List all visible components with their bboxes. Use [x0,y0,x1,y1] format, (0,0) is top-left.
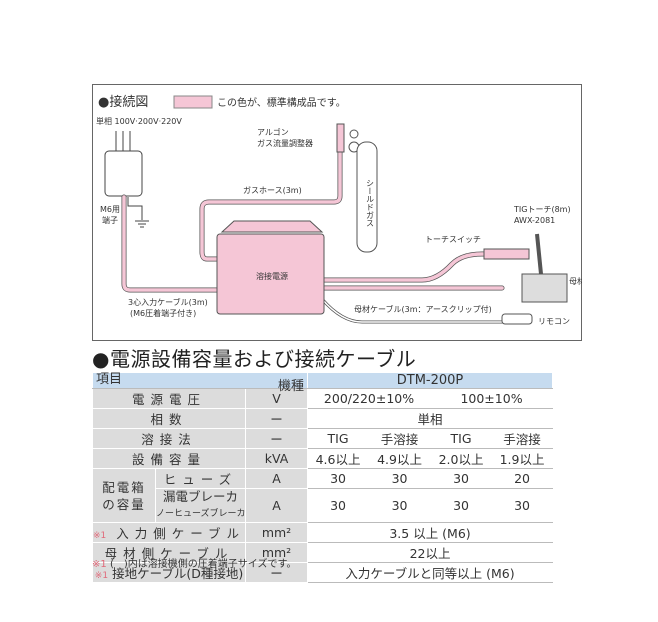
cell: 手溶接 [491,428,554,449]
power-label: 単相 100V·200V·220V [96,116,182,126]
row-unit: ー [244,562,309,583]
corner-item: 項目 [96,372,123,387]
cell: 4.9以上 [368,448,432,469]
cell: TIG [307,428,370,449]
cell: 3.5 以上 (M6) [307,522,554,543]
row-label: ※1 接地ケーブル(D種接地) [92,562,246,583]
cell: 30 [430,468,493,489]
torch-label: TIGトーチ(8m) [513,205,571,214]
cell: 30 [307,488,370,523]
cell: 2.0以上 [430,448,493,469]
model-name: DTM-200P [307,372,554,389]
row-label: ※1 入力側ケーブル [92,522,246,543]
welding-power-unit [216,233,325,315]
gas-hose-label: ガスホース(3m) [243,185,302,195]
row-unit: A [244,468,309,489]
gas-cylinder [356,141,378,253]
box-label: 配電箱の容量 [92,468,156,523]
regulator-label-2: ガス流量調整器 [257,138,313,148]
footnote: ※1 ( )内は溶接機側の圧着端子サイズです。 [92,559,297,570]
row-unit: mm² [244,522,309,543]
corner-model: 機種 [278,379,305,394]
terminal-label: M6用 [100,205,120,214]
row-label: 設備容量 [92,448,246,469]
cell: 4.6以上 [307,448,370,469]
unit-label: 溶接電源 [256,271,288,281]
legend-text: この色が、標準構成品です。 [217,96,346,109]
table-row: 相数ー単相 [92,408,554,429]
cell: 入力ケーブルと同等以上 (M6) [307,562,554,583]
remote-label: リモコン [538,317,570,326]
base-label: 母材 [569,276,582,286]
cell: 1.9以上 [491,448,554,469]
row-unit: ー [244,408,309,429]
cell: 30 [307,468,370,489]
regulator-label: アルゴン [257,127,289,137]
cell: 手溶接 [368,428,432,449]
gas-label: シールドガス [366,179,375,227]
remote-control [501,313,533,325]
cell: 20 [491,468,554,489]
row-label: 漏電ブレーカノーヒューズブレーカ [155,488,246,523]
cell: 30 [368,468,432,489]
connection-diagram: ●接続図 この色が、標準構成品です。 単相 100V·200V·220V M6用… [92,84,582,341]
input-cable-label: 3心入力ケーブル(3m) [128,297,208,307]
row-label: 相数 [92,408,246,429]
cell: 単相 [307,408,554,429]
torch [483,248,530,260]
table-row: ※1 接地ケーブル(D種接地)ー入力ケーブルと同等以上 (M6) [92,562,554,583]
corner-cell: 項目 機種 [91,372,309,394]
cell: 30 [368,488,432,523]
input-cable-label-2: (M6圧着端子付き) [130,308,196,318]
base-cable-label: 母材ケーブル(3m：アースクリップ付) [354,304,492,314]
table-header-row: 項目 機種 DTM-200P [91,372,554,394]
row-label: 溶接法 [92,428,246,449]
cell: 100±10% [430,388,554,409]
row-unit: A [244,488,309,523]
row-label: ヒューズ [155,468,246,489]
cell: 200/220±10% [307,388,432,409]
base-metal [521,273,568,303]
cell: 30 [430,488,493,523]
diagram-title: ●接続図 [98,94,148,110]
row-label: 母材側ケーブル [92,542,246,563]
cell: TIG [430,428,493,449]
section-title: ●電源設備容量および接続ケーブル [92,347,417,371]
torch-label-2: AWX-2081 [514,216,555,225]
flow-regulator [336,123,345,153]
row-unit: ー [244,428,309,449]
torch-switch-label: トーチスイッチ [425,235,481,244]
legend-swatch [173,95,213,109]
terminal-label-2: 端子 [102,215,118,225]
cell: 22以上 [307,542,554,563]
row-unit: V [244,388,309,409]
cell: 30 [491,488,554,523]
row-unit: kVA [244,448,309,469]
row-unit: mm² [244,542,309,563]
row-label: 電源電圧 [92,388,246,409]
